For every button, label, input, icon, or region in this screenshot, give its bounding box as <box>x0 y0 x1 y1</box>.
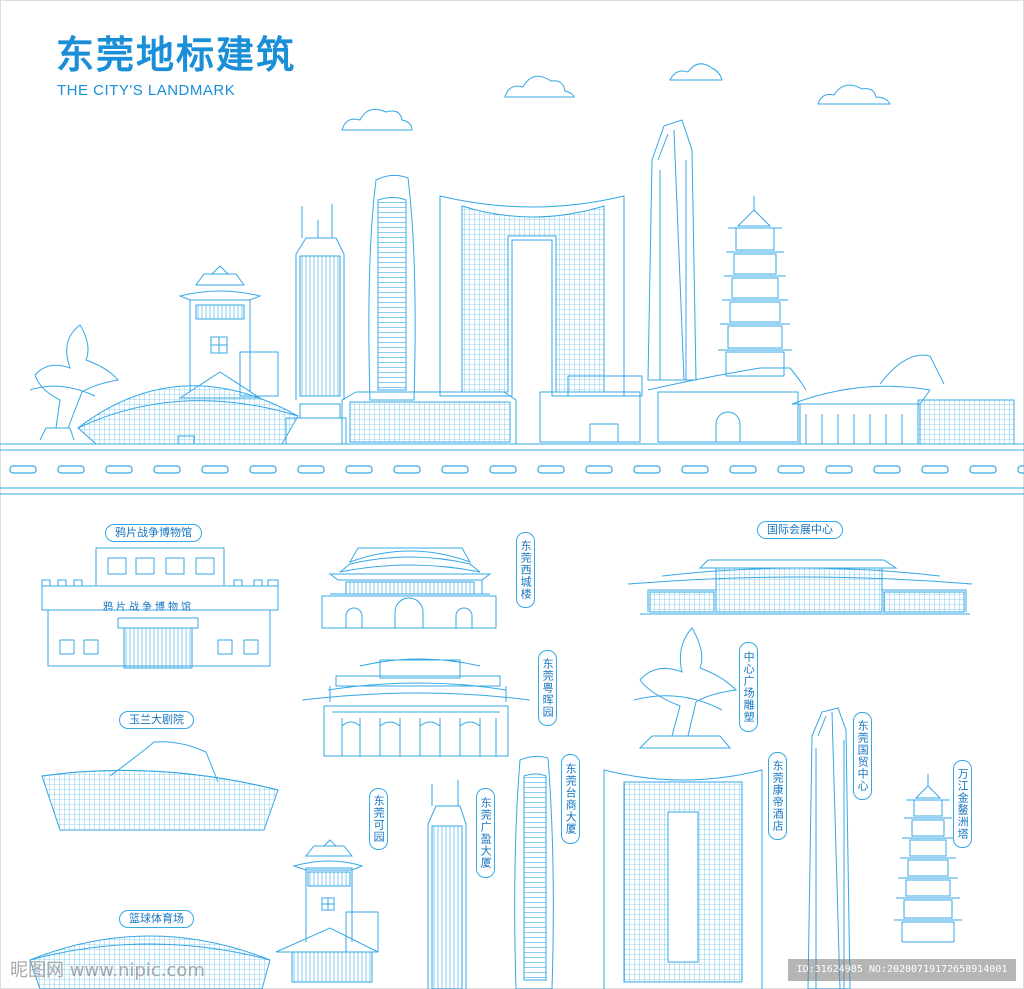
label-yulan-theater: 玉兰大剧院 <box>119 711 194 729</box>
guomao-tower-icon <box>647 119 697 381</box>
lane-dash <box>633 465 661 474</box>
label-kangdi: 东莞康帝酒店 <box>768 752 787 840</box>
lane-dash <box>9 465 37 474</box>
lane-dash <box>681 465 709 474</box>
lane-dash <box>585 465 613 474</box>
label-basketball-center: 篮球体育场 <box>119 910 194 928</box>
lane-dash <box>1017 465 1024 474</box>
yuehui-garden-icon <box>301 658 531 757</box>
basketball-center-bottom-icon <box>29 935 271 989</box>
opium-war-museum-icon <box>41 547 279 669</box>
lane-dash <box>153 465 181 474</box>
label-keyuan: 东莞可园 <box>369 788 388 850</box>
lane-dash <box>825 465 853 474</box>
label-guangying: 东莞广盈大厦 <box>476 788 495 878</box>
guomao-bottom-icon <box>807 707 851 989</box>
lane-dash <box>441 465 469 474</box>
yulan-theater-icon <box>41 741 279 831</box>
lane-dash <box>249 465 277 474</box>
lane-dash <box>345 465 373 474</box>
central-sculpture-bottom-icon <box>633 627 738 749</box>
road <box>0 443 1024 495</box>
lane-dash <box>921 465 949 474</box>
lane-dash <box>969 465 997 474</box>
lane-dash <box>489 465 517 474</box>
lane-dash <box>873 465 901 474</box>
guangying-bottom-icon <box>427 780 467 989</box>
watermark-left: 昵图网 www.nipic.com <box>10 960 205 981</box>
cloud-icon <box>341 63 891 131</box>
west-gate-icon <box>321 547 497 629</box>
label-expo-center: 国际会展中心 <box>757 521 843 539</box>
wanjiang-pagoda-icon <box>718 196 792 377</box>
expo-center-icon <box>627 559 973 615</box>
basketball-center-icon <box>77 385 299 445</box>
low-buildings-icon <box>285 354 1015 445</box>
lane-dash <box>57 465 85 474</box>
lane-dash <box>393 465 421 474</box>
kangdi-hotel-icon <box>439 195 625 397</box>
keyuan-icon <box>178 265 279 399</box>
label-guomao: 东莞国贸中心 <box>853 712 872 800</box>
lane-dash <box>537 465 565 474</box>
lane-dash <box>201 465 229 474</box>
taishang-tower-icon <box>368 174 416 401</box>
label-taishang: 东莞台商大厦 <box>561 754 580 844</box>
central-sculpture-icon <box>29 324 119 441</box>
label-west-gate: 东莞西城楼 <box>516 532 535 608</box>
page-title: 东莞地标建筑 <box>56 33 297 77</box>
guangying-tower-icon <box>295 204 345 400</box>
taishang-bottom-icon <box>514 755 554 989</box>
lane-dash <box>297 465 325 474</box>
kangdi-bottom-icon <box>603 769 763 989</box>
label-opium-war-museum: 鸦片战争博物馆 <box>105 524 202 542</box>
wanjiang-pagoda-bottom-icon <box>894 774 962 943</box>
lane-dash <box>105 465 133 474</box>
page-subtitle: THE CITY'S LANDMARK <box>57 82 236 99</box>
label-central-sculpture: 中心广场雕塑 <box>739 642 758 732</box>
lane-dash <box>729 465 757 474</box>
museum-plaque: 鸦片战争博物馆 <box>103 602 194 613</box>
keyuan-bottom-icon <box>275 839 379 983</box>
watermark-right: ID:31624985 NO:20200719172658914001 <box>788 959 1016 981</box>
label-yuehui-garden: 东莞粤晖园 <box>538 650 557 726</box>
label-wanjiang-pagoda: 万江金鳌洲塔 <box>953 760 972 848</box>
lane-dash <box>777 465 805 474</box>
